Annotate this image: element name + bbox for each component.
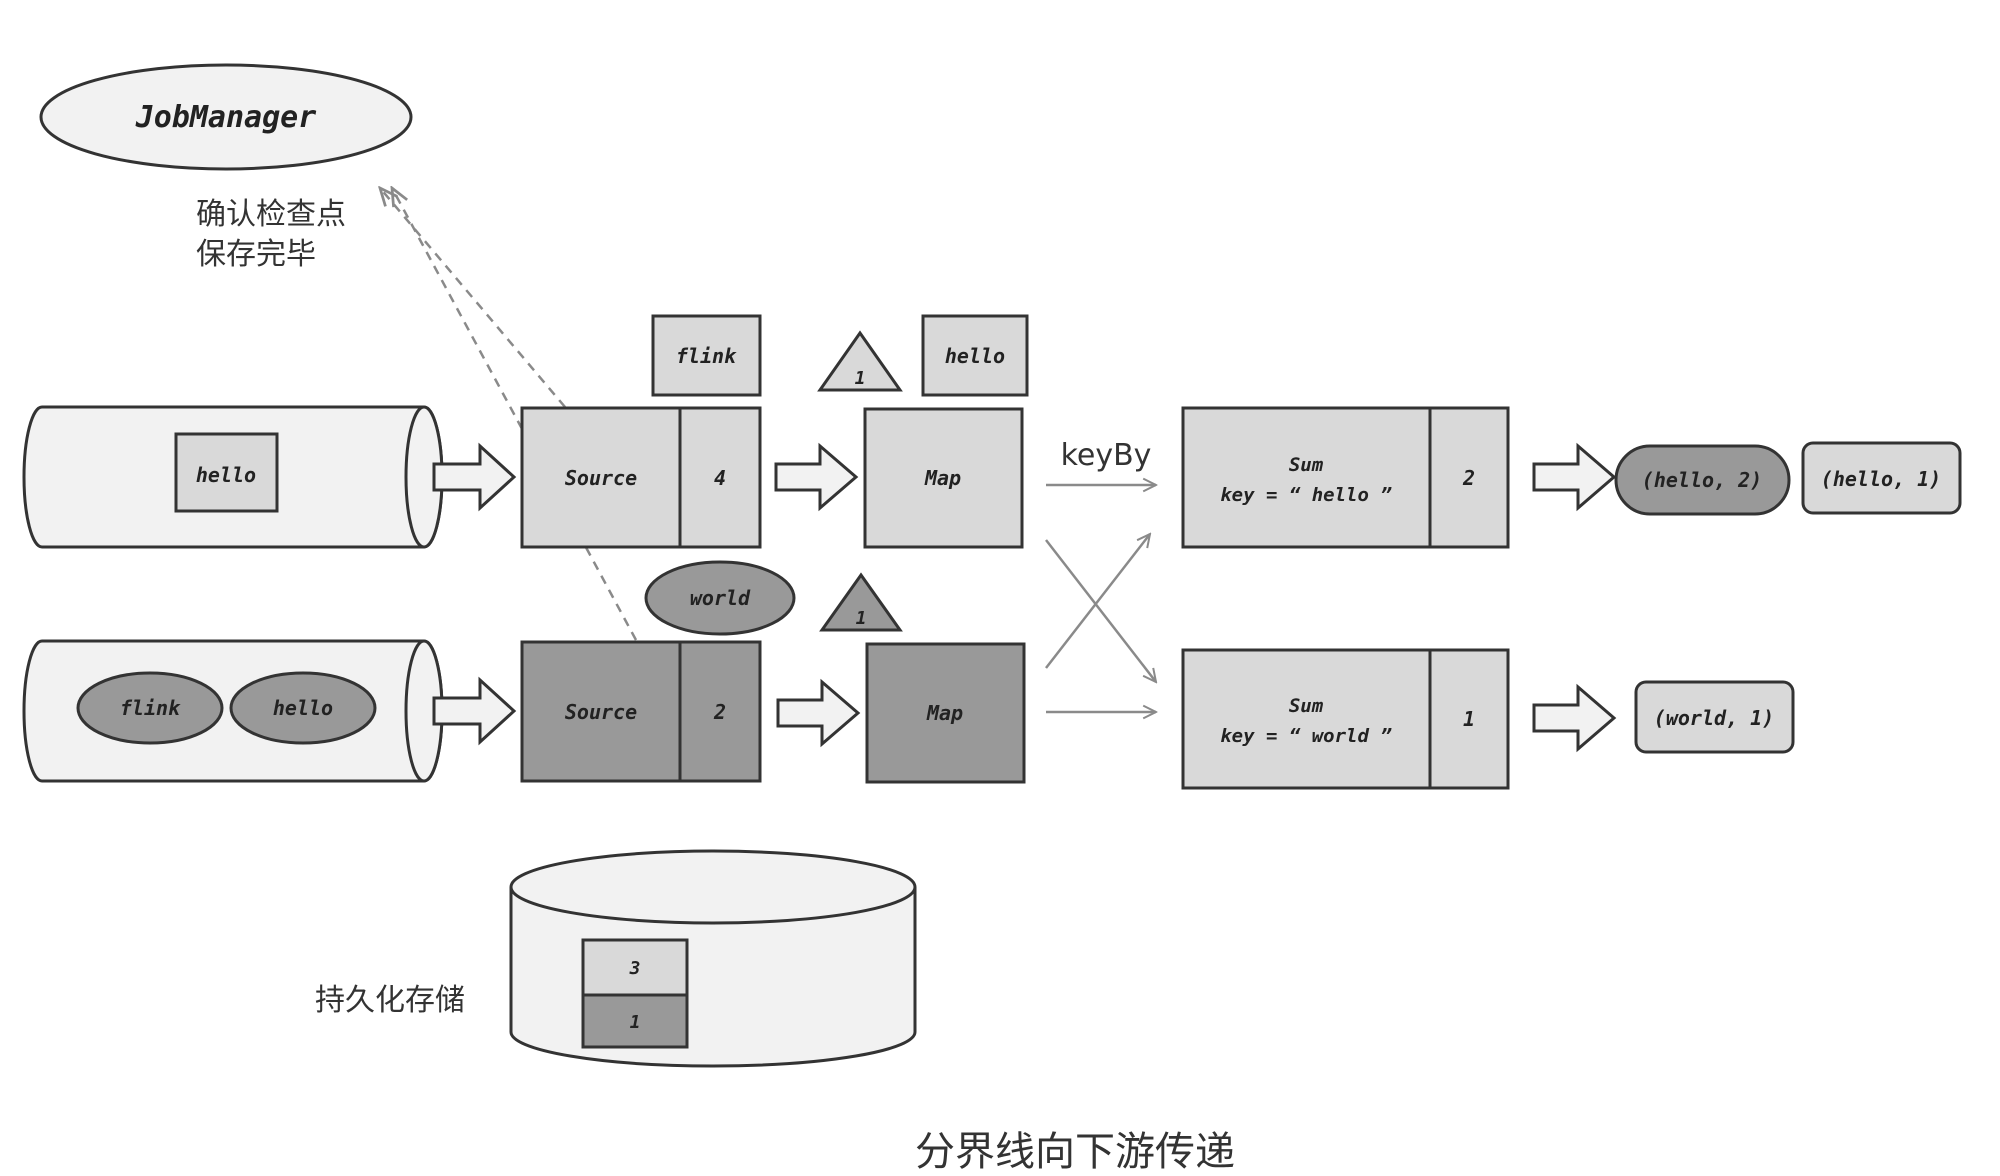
- svg-text:flink: flink: [120, 696, 181, 720]
- storage-label: 持久化存储: [315, 983, 465, 1018]
- jobmanager-node: JobManager: [39, 63, 413, 171]
- svg-text:(hello, 2): (hello, 2): [1642, 468, 1762, 492]
- top-map-node: Map: [863, 407, 1024, 549]
- bottom-queue-record-a: flink: [76, 671, 224, 745]
- svg-text:hello: hello: [273, 696, 333, 720]
- bottom-sum-title: Sum: [1289, 695, 1324, 717]
- top-map-output-record: hello: [921, 314, 1029, 397]
- bottom-result: (world, 1): [1634, 680, 1795, 754]
- jobmanager-label: JobManager: [135, 100, 317, 135]
- top-result-current: (hello, 2): [1614, 444, 1791, 516]
- top-in-flight-record: flink: [651, 314, 762, 397]
- block-arrow-top-queue: [432, 442, 517, 512]
- storage-cell-bottom: 1: [581, 993, 689, 1049]
- storage-cell-top: 3: [581, 938, 689, 997]
- svg-text:hello: hello: [945, 344, 1005, 368]
- bottom-sum-key: key = “ world ”: [1220, 725, 1392, 747]
- svg-text:1: 1: [630, 1012, 641, 1033]
- top-result-previous: (hello, 1): [1801, 441, 1962, 515]
- svg-text:3: 3: [629, 958, 641, 979]
- bottom-source-node: Source 2: [520, 640, 762, 783]
- ack-text-line2: 保存完毕: [196, 237, 316, 272]
- svg-text:Map: Map: [926, 701, 963, 725]
- block-arrow-bottom-queue: [432, 676, 517, 746]
- bottom-queue-record-b: hello: [229, 671, 377, 745]
- bottom-sum-count: 1: [1463, 707, 1475, 731]
- top-source-offset: 4: [714, 466, 726, 490]
- top-sum-node: Sum key = “ hello ” 2: [1181, 406, 1510, 549]
- block-arrow-top-source: [774, 442, 859, 512]
- caption: 分界线向下游传递: [915, 1129, 1235, 1175]
- top-sum-key: key = “ hello ”: [1220, 484, 1392, 506]
- ack-arrow-top-source: [380, 188, 566, 408]
- keyby-arrow-bottom-top: [1045, 534, 1150, 669]
- bottom-source-label: Source: [565, 700, 637, 724]
- top-sum-count: 2: [1462, 466, 1475, 490]
- svg-text:1: 1: [856, 608, 867, 629]
- bottom-source-offset: 2: [713, 700, 726, 724]
- block-arrow-bottom-sum: [1532, 683, 1617, 753]
- bottom-in-flight-record: world: [644, 560, 796, 636]
- block-arrow-bottom-source: [776, 678, 861, 748]
- svg-text:(hello, 1): (hello, 1): [1821, 467, 1941, 491]
- bottom-map-node: Map: [865, 642, 1026, 784]
- keyby-arrow-top-bottom: [1045, 539, 1156, 682]
- ack-arrow-bottom-source: [392, 188, 638, 641]
- keyby-label: keyBy: [1061, 438, 1152, 473]
- top-source-node: Source 4: [520, 406, 762, 549]
- top-source-label: Source: [565, 466, 637, 490]
- top-sum-title: Sum: [1289, 454, 1324, 476]
- bottom-sum-node: Sum key = “ world ” 1: [1181, 648, 1510, 790]
- svg-text:Map: Map: [924, 466, 961, 490]
- top-queue-record: hello: [174, 432, 279, 513]
- svg-text:hello: hello: [196, 463, 256, 487]
- persistent-storage: [509, 849, 917, 1068]
- ack-text-line1: 确认检查点: [196, 197, 346, 232]
- svg-text:1: 1: [855, 368, 866, 389]
- bottom-barrier-triangle: 1: [819, 572, 903, 632]
- block-arrow-top-sum: [1532, 442, 1617, 512]
- svg-text:world: world: [690, 586, 751, 610]
- top-barrier-triangle: 1: [817, 330, 903, 392]
- svg-text:(world, 1): (world, 1): [1654, 706, 1774, 730]
- svg-text:flink: flink: [676, 344, 737, 368]
